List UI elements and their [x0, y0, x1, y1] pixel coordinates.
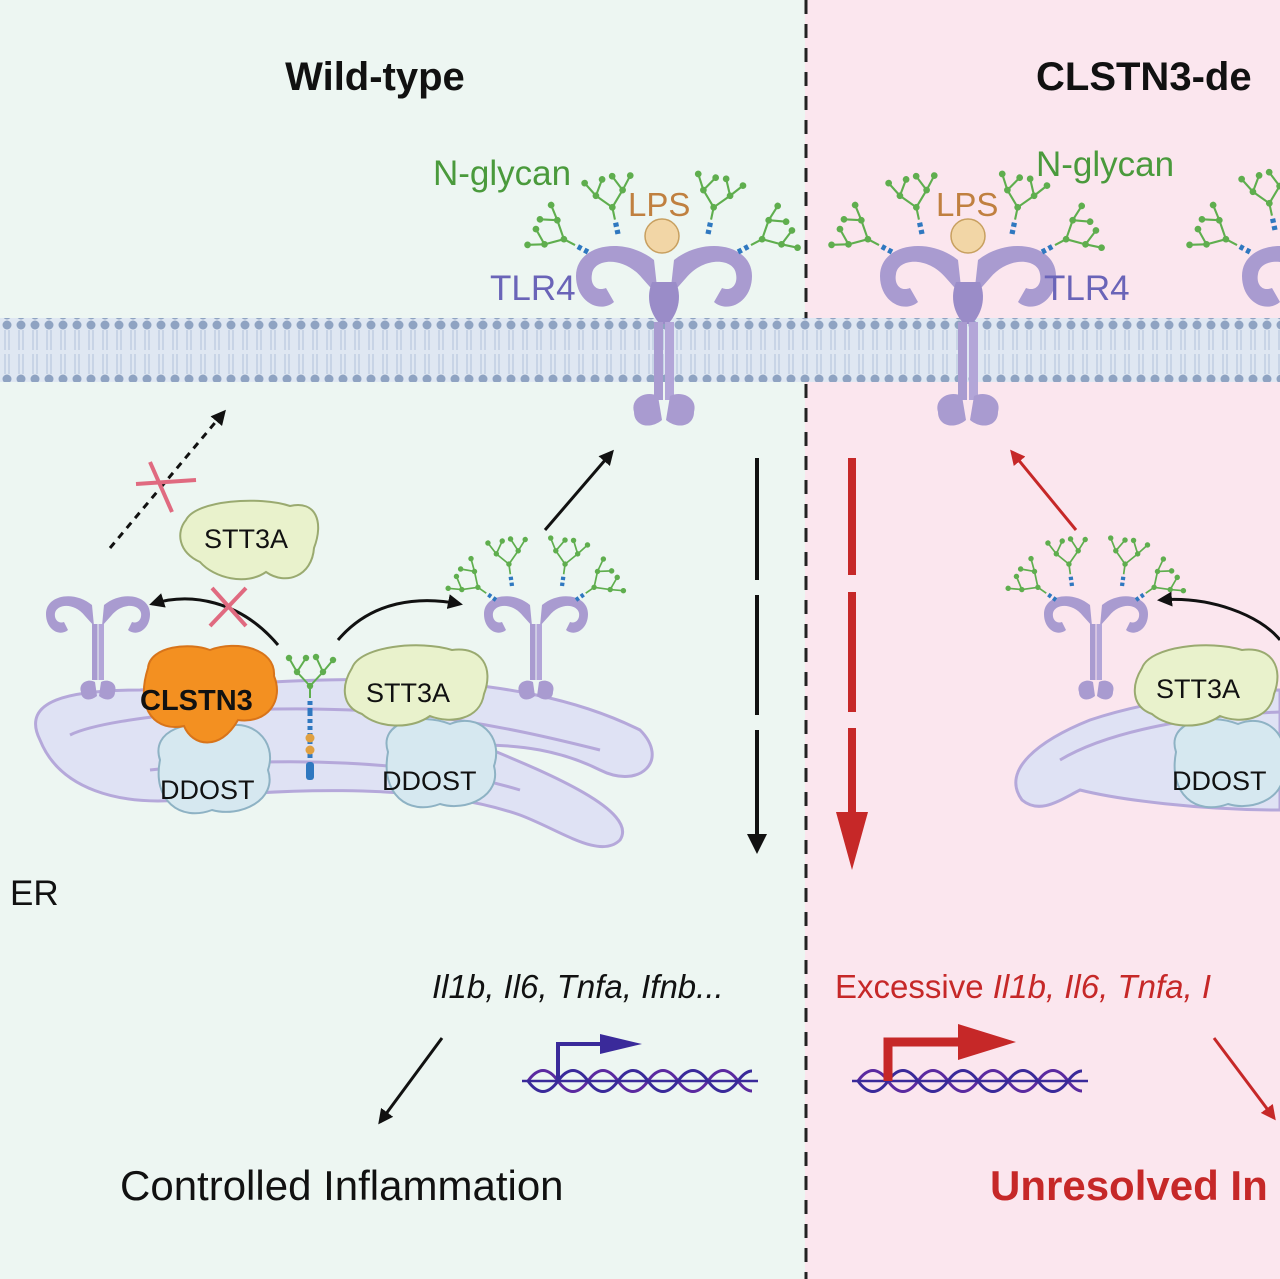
clstn3-protein: [142, 644, 278, 744]
left-panel-title: Wild-type: [285, 55, 465, 99]
lps-ligand-right: [950, 218, 986, 254]
stt3a-mid-label: STT3A: [366, 678, 450, 708]
wt-cytokine-genes: Il1b, Il6, Tnfa, Ifnb...: [432, 968, 724, 1005]
arrow-glycosylation: [336, 594, 463, 641]
tlr4-label-right: TLR4: [1044, 269, 1130, 308]
clstn3-label: CLSTN3: [140, 685, 253, 717]
lps-ligand: [644, 218, 680, 254]
ddost-right-label: DDOST: [1172, 766, 1267, 796]
stt3a-right: [1133, 644, 1279, 727]
ko-surface-tlr4: [826, 165, 1280, 426]
wt-dna: [520, 1034, 760, 1093]
stt3a-floating: [179, 499, 319, 581]
cross-trafficking: [135, 461, 197, 513]
arrow-to-surface-right: [1010, 449, 1078, 531]
right-panel-title: CLSTN3-de: [1036, 55, 1252, 99]
stt3a-floating-label: STT3A: [204, 524, 288, 554]
arrow-to-surface: [543, 449, 614, 531]
wt-outcome: Controlled Inflammation: [120, 1162, 564, 1209]
arrow-unresolved: [1212, 1037, 1276, 1121]
ko-outcome: Unresolved In: [990, 1162, 1268, 1209]
ddost-mid-label: DDOST: [382, 766, 477, 796]
arrow-blocked-transfer: [149, 593, 280, 646]
arrow-blocked-trafficking: [108, 409, 226, 549]
ddost-left-label: DDOST: [160, 775, 255, 805]
wild-type-panel-bg: [0, 0, 805, 1279]
arrow-glycosylation-right: [1157, 591, 1280, 641]
stt3a-right-label: STT3A: [1156, 674, 1240, 704]
ko-dna: [850, 1024, 1090, 1093]
n-glycan-label-left: N-glycan: [433, 154, 571, 193]
tlr4-label-left: TLR4: [490, 269, 576, 308]
wt-surface-tlr4: [522, 169, 805, 426]
lps-label-left: LPS: [628, 186, 690, 223]
arrow-controlled: [378, 1037, 444, 1125]
lps-label-right: LPS: [936, 186, 998, 223]
llo-donor: [286, 654, 336, 780]
ko-cytokine-genes: Excessive Il1b, Il6, Tnfa, I: [835, 968, 1211, 1005]
stt3a-mid: [343, 644, 489, 727]
cross-transfer: [208, 586, 248, 628]
er-label: ER: [10, 874, 59, 913]
n-glycan-label-right: N-glycan: [1036, 145, 1174, 184]
